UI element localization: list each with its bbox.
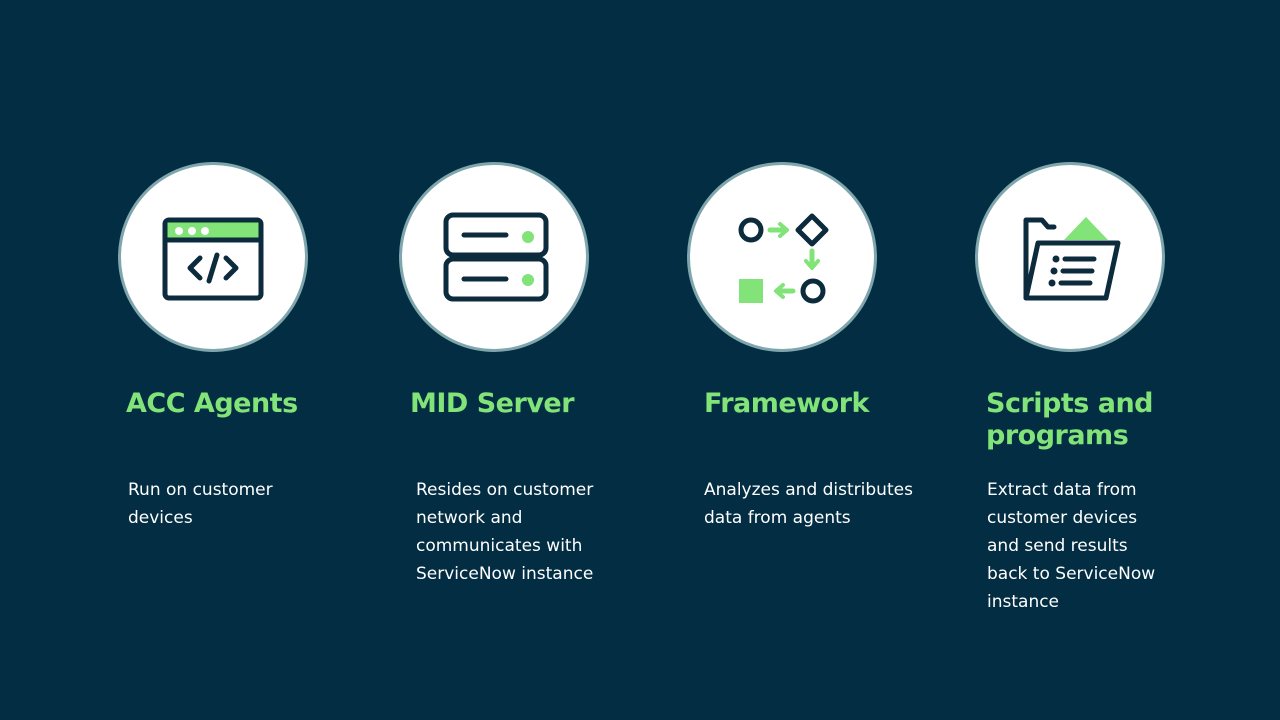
component-title: MID Server	[410, 388, 575, 419]
component-description: Extract data from customer devices and s…	[987, 480, 1156, 612]
component-description: Run on customer devices	[128, 480, 273, 528]
component-card-mid-server: MID Server Resides on customer network a…	[400, 0, 660, 720]
component-title: Scripts and programs	[986, 388, 1154, 451]
component-description: Analyzes and distributes data from agent…	[704, 480, 913, 528]
component-title: ACC Agents	[126, 388, 298, 419]
workflow-icon	[738, 213, 829, 304]
component-card-acc-agents: ACC Agents Run on customer devices	[118, 0, 378, 720]
server-rack-icon	[443, 212, 549, 302]
icon-circle	[978, 165, 1162, 349]
component-card-scripts-programs: Scripts and programs Extract data from c…	[976, 0, 1236, 720]
icon-circle	[402, 165, 586, 349]
component-description: Resides on customer network and communic…	[416, 480, 594, 584]
component-title: Framework	[704, 388, 869, 419]
folder-list-icon	[1023, 217, 1121, 301]
icon-circle	[690, 165, 874, 349]
component-card-framework: Framework Analyzes and distributes data …	[688, 0, 948, 720]
icon-circle	[121, 165, 305, 349]
browser-code-icon	[162, 217, 264, 301]
